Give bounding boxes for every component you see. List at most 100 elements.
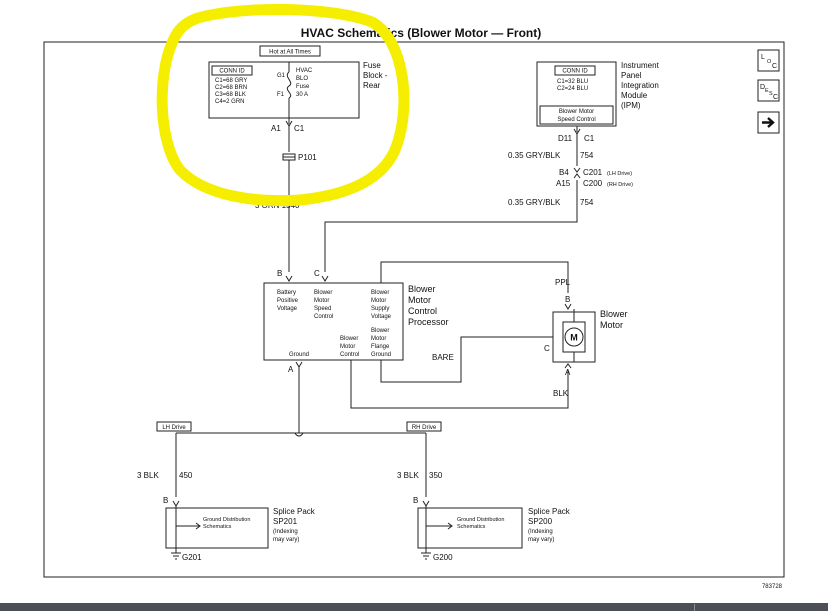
svg-text:E: E: [765, 88, 769, 94]
blower-motor: M Blower Motor C A: [544, 309, 628, 377]
svg-text:LH Drive: LH Drive: [162, 425, 186, 431]
ipm-conn-id-box: [554, 65, 596, 76]
svg-text:BLK: BLK: [553, 389, 569, 398]
fuse-block-box: [208, 61, 360, 119]
svg-text:Module: Module: [621, 91, 648, 100]
processor-box: [263, 282, 404, 361]
loc-button[interactable]: L O C: [757, 49, 780, 72]
svg-text:Control: Control: [340, 352, 359, 358]
motor-icon: [564, 327, 584, 347]
svg-text:C1=32 BLU: C1=32 BLU: [557, 79, 588, 85]
svg-text:(Indexing: (Indexing: [273, 529, 298, 535]
rh-drive-label-box: [406, 421, 442, 432]
svg-text:M: M: [570, 333, 578, 343]
svg-text:754: 754: [580, 151, 594, 160]
svg-text:B: B: [413, 496, 418, 505]
svg-text:30 A: 30 A: [296, 92, 308, 98]
svg-text:Schematics: Schematics: [203, 524, 232, 530]
svg-text:Control: Control: [408, 306, 437, 316]
svg-text:Speed Control: Speed Control: [557, 117, 595, 123]
hot-at-all-times-label-box: [259, 45, 321, 57]
svg-text:Blower: Blower: [600, 309, 628, 319]
lh-drive-label-box: [156, 421, 192, 432]
svg-text:Fuse: Fuse: [363, 61, 381, 70]
diagram-frame: [43, 41, 785, 578]
svg-text:Ground Distribution: Ground Distribution: [203, 517, 250, 523]
svg-text:D11: D11: [558, 134, 573, 143]
svg-text:Control: Control: [314, 314, 333, 320]
svg-text:Processor: Processor: [408, 317, 449, 327]
svg-text:3 BLK: 3 BLK: [137, 471, 159, 480]
svg-text:PPL: PPL: [555, 278, 571, 287]
svg-text:Fuse: Fuse: [296, 84, 310, 90]
svg-text:C: C: [314, 269, 320, 278]
svg-text:CONN ID: CONN ID: [562, 69, 588, 75]
ground-symbol-icon: [171, 548, 181, 560]
svg-text:Speed: Speed: [314, 306, 331, 312]
svg-text:C: C: [772, 63, 777, 70]
svg-text:S: S: [769, 91, 773, 97]
svg-text:Blower: Blower: [314, 290, 332, 296]
next-button[interactable]: [757, 111, 780, 134]
svg-text:C200: C200: [583, 179, 603, 188]
bottom-bar-divider: [694, 604, 695, 611]
desc-button[interactable]: D E S C: [757, 79, 780, 102]
svg-text:G1: G1: [277, 73, 286, 79]
svg-text:Rear: Rear: [363, 81, 381, 90]
svg-text:RH Drive: RH Drive: [412, 425, 437, 431]
diagram-title: HVAC Schematics (Blower Motor — Front): [301, 26, 541, 40]
splice-pack-sp200: Ground Distribution Schematics Splice Pa…: [417, 506, 571, 562]
svg-text:A15: A15: [556, 179, 571, 188]
svg-text:Panel: Panel: [621, 71, 642, 80]
svg-text:BLO: BLO: [296, 76, 308, 82]
svg-text:Motor: Motor: [600, 320, 623, 330]
p101-label: P101: [298, 153, 317, 162]
svg-text:Ground: Ground: [289, 352, 309, 358]
svg-text:BARE: BARE: [432, 353, 454, 362]
svg-text:Blower: Blower: [371, 328, 389, 334]
svg-text:B: B: [565, 295, 570, 304]
svg-text:may vary): may vary): [273, 537, 299, 543]
svg-text:G200: G200: [433, 553, 453, 562]
svg-text:Voltage: Voltage: [371, 314, 392, 320]
conn-id-box: [211, 65, 253, 76]
svg-text:CONN ID: CONN ID: [219, 69, 245, 75]
fuse-symbol-icon: [286, 62, 292, 118]
svg-text:0.35 GRY/BLK: 0.35 GRY/BLK: [508, 198, 561, 207]
svg-text:Schematics: Schematics: [457, 524, 486, 530]
svg-text:0.35 GRY/BLK: 0.35 GRY/BLK: [508, 151, 561, 160]
svg-text:Motor: Motor: [340, 344, 355, 350]
svg-text:HVAC: HVAC: [296, 68, 313, 74]
svg-text:Instrument: Instrument: [621, 61, 660, 70]
svg-text:C1: C1: [294, 124, 305, 133]
svg-text:G201: G201: [182, 553, 202, 562]
svg-text:A1: A1: [271, 124, 281, 133]
gry-blk-wire: [324, 180, 578, 272]
figure-id: 783728: [762, 584, 783, 590]
svg-text:C1: C1: [584, 134, 595, 143]
svg-text:L: L: [761, 54, 765, 61]
ipm-module: CONN ID C1=32 BLU C2=24 BLU Blower Motor…: [536, 61, 660, 143]
c201-connector-icon: [573, 167, 581, 179]
svg-text:Positive: Positive: [277, 298, 299, 304]
svg-text:C: C: [544, 344, 550, 353]
svg-text:D: D: [760, 84, 765, 91]
svg-text:450: 450: [179, 471, 193, 480]
svg-text:SP201: SP201: [273, 517, 298, 526]
svg-text:(IPM): (IPM): [621, 101, 641, 110]
svg-text:Integration: Integration: [621, 81, 659, 90]
svg-text:B4: B4: [559, 168, 569, 177]
svg-text:B: B: [277, 269, 282, 278]
svg-text:Voltage: Voltage: [277, 306, 298, 312]
bare-wire: [380, 336, 553, 383]
hot-at-all-times-label: Hot at All Times: [269, 50, 311, 56]
svg-text:C4=2 GRN: C4=2 GRN: [215, 99, 245, 105]
svg-text:Motor: Motor: [371, 336, 386, 342]
svg-text:O: O: [767, 59, 772, 65]
svg-text:Ground: Ground: [371, 352, 391, 358]
svg-text:C2=24 BLU: C2=24 BLU: [557, 86, 588, 92]
svg-text:Battery: Battery: [277, 290, 296, 296]
orn-wire-top: [285, 118, 293, 152]
svg-text:may vary): may vary): [528, 537, 554, 543]
